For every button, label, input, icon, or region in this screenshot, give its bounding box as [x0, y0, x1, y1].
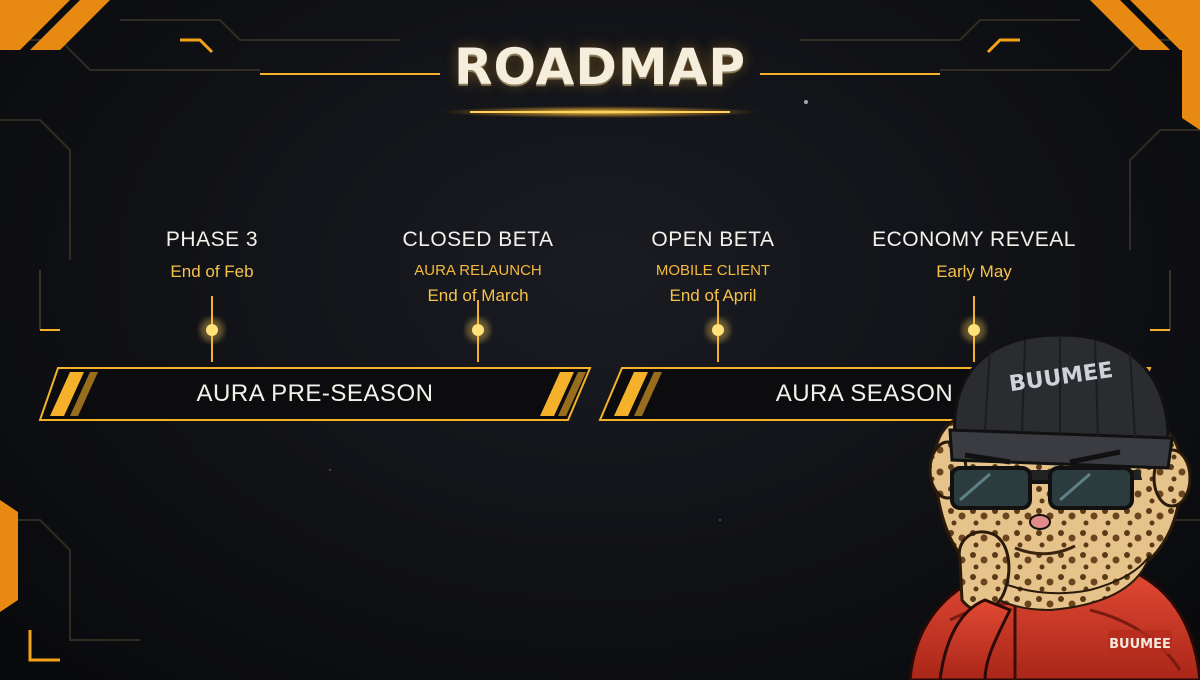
season-banner-pre	[38, 367, 592, 421]
milestone-dot	[968, 324, 980, 336]
milestone-date: End of March	[427, 286, 529, 305]
milestone-title: CLOSED BETA	[402, 228, 554, 251]
season-label-s1: AURA SEASON 1	[775, 380, 975, 407]
page-title: ROADMAP	[454, 38, 746, 96]
milestone-date: End of April	[669, 286, 757, 305]
season-label-pre: AURA PRE-SEASON	[196, 380, 434, 407]
jacket-logo-text: BUUMEE	[1109, 637, 1171, 652]
milestone-title: ECONOMY REVEAL	[872, 228, 1076, 251]
milestone-title: OPEN BETA	[651, 228, 775, 251]
milestone-dot	[206, 324, 218, 336]
milestone-dot	[472, 324, 484, 336]
milestone-title: PHASE 3	[165, 228, 259, 251]
milestone-date: Early May	[936, 262, 1012, 281]
milestone-subtitle: MOBILE CLIENT	[655, 262, 771, 279]
milestone-subtitle: AURA RELAUNCH	[414, 262, 542, 279]
milestone-date: End of Feb	[170, 262, 254, 281]
milestone-dot	[712, 324, 724, 336]
